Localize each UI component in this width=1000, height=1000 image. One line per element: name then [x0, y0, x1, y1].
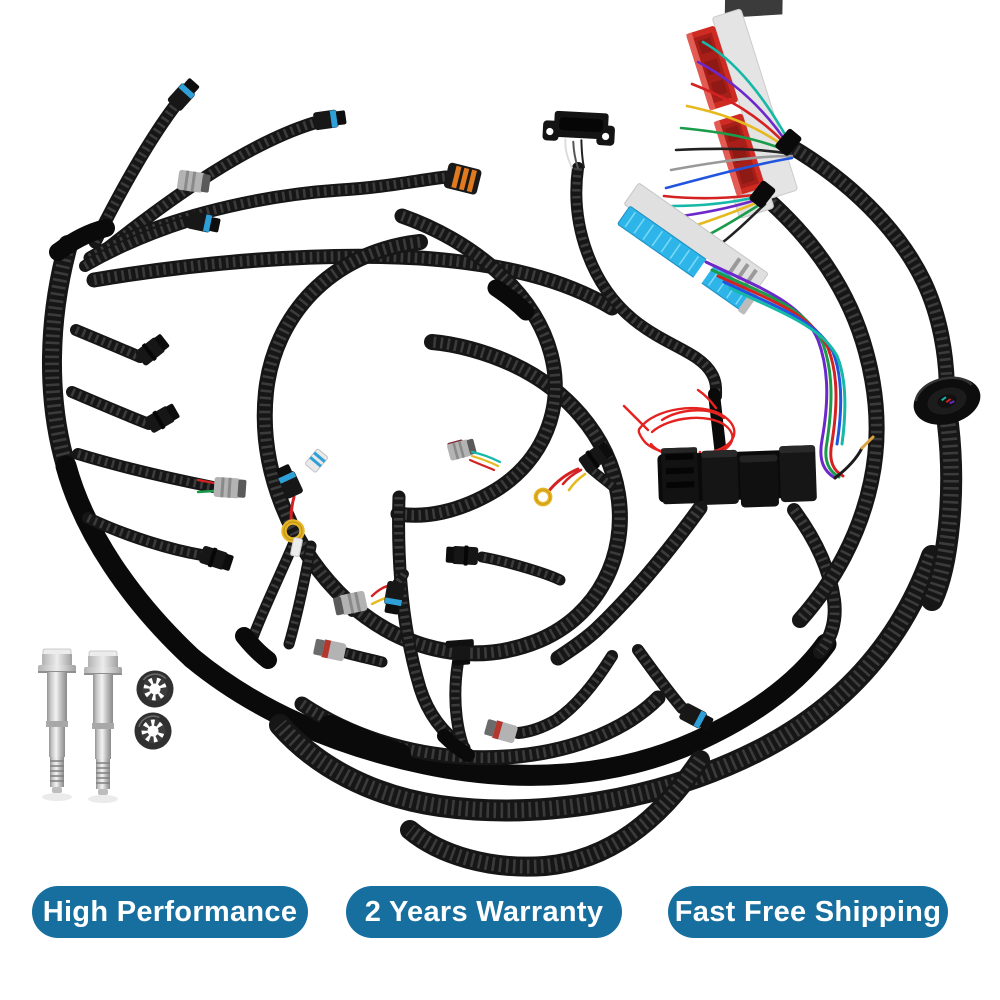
pcm-connectors — [617, 0, 802, 315]
multicolor-wire-bundle — [704, 260, 875, 480]
relay-fuse-block — [657, 445, 817, 508]
diagnostic-port-bracket — [542, 110, 615, 170]
loom-tubing — [42, 100, 963, 877]
badge-fast-free-shipping: Fast Free Shipping — [668, 886, 948, 938]
star-lock-washers — [135, 672, 172, 749]
mounting-bolts — [37, 648, 123, 803]
harness-connectors — [133, 76, 715, 744]
badge-2-years-warranty: 2 Years Warranty — [346, 886, 622, 938]
badge-high-performance: High Performance — [32, 886, 308, 938]
firewall-grommet — [913, 376, 981, 425]
